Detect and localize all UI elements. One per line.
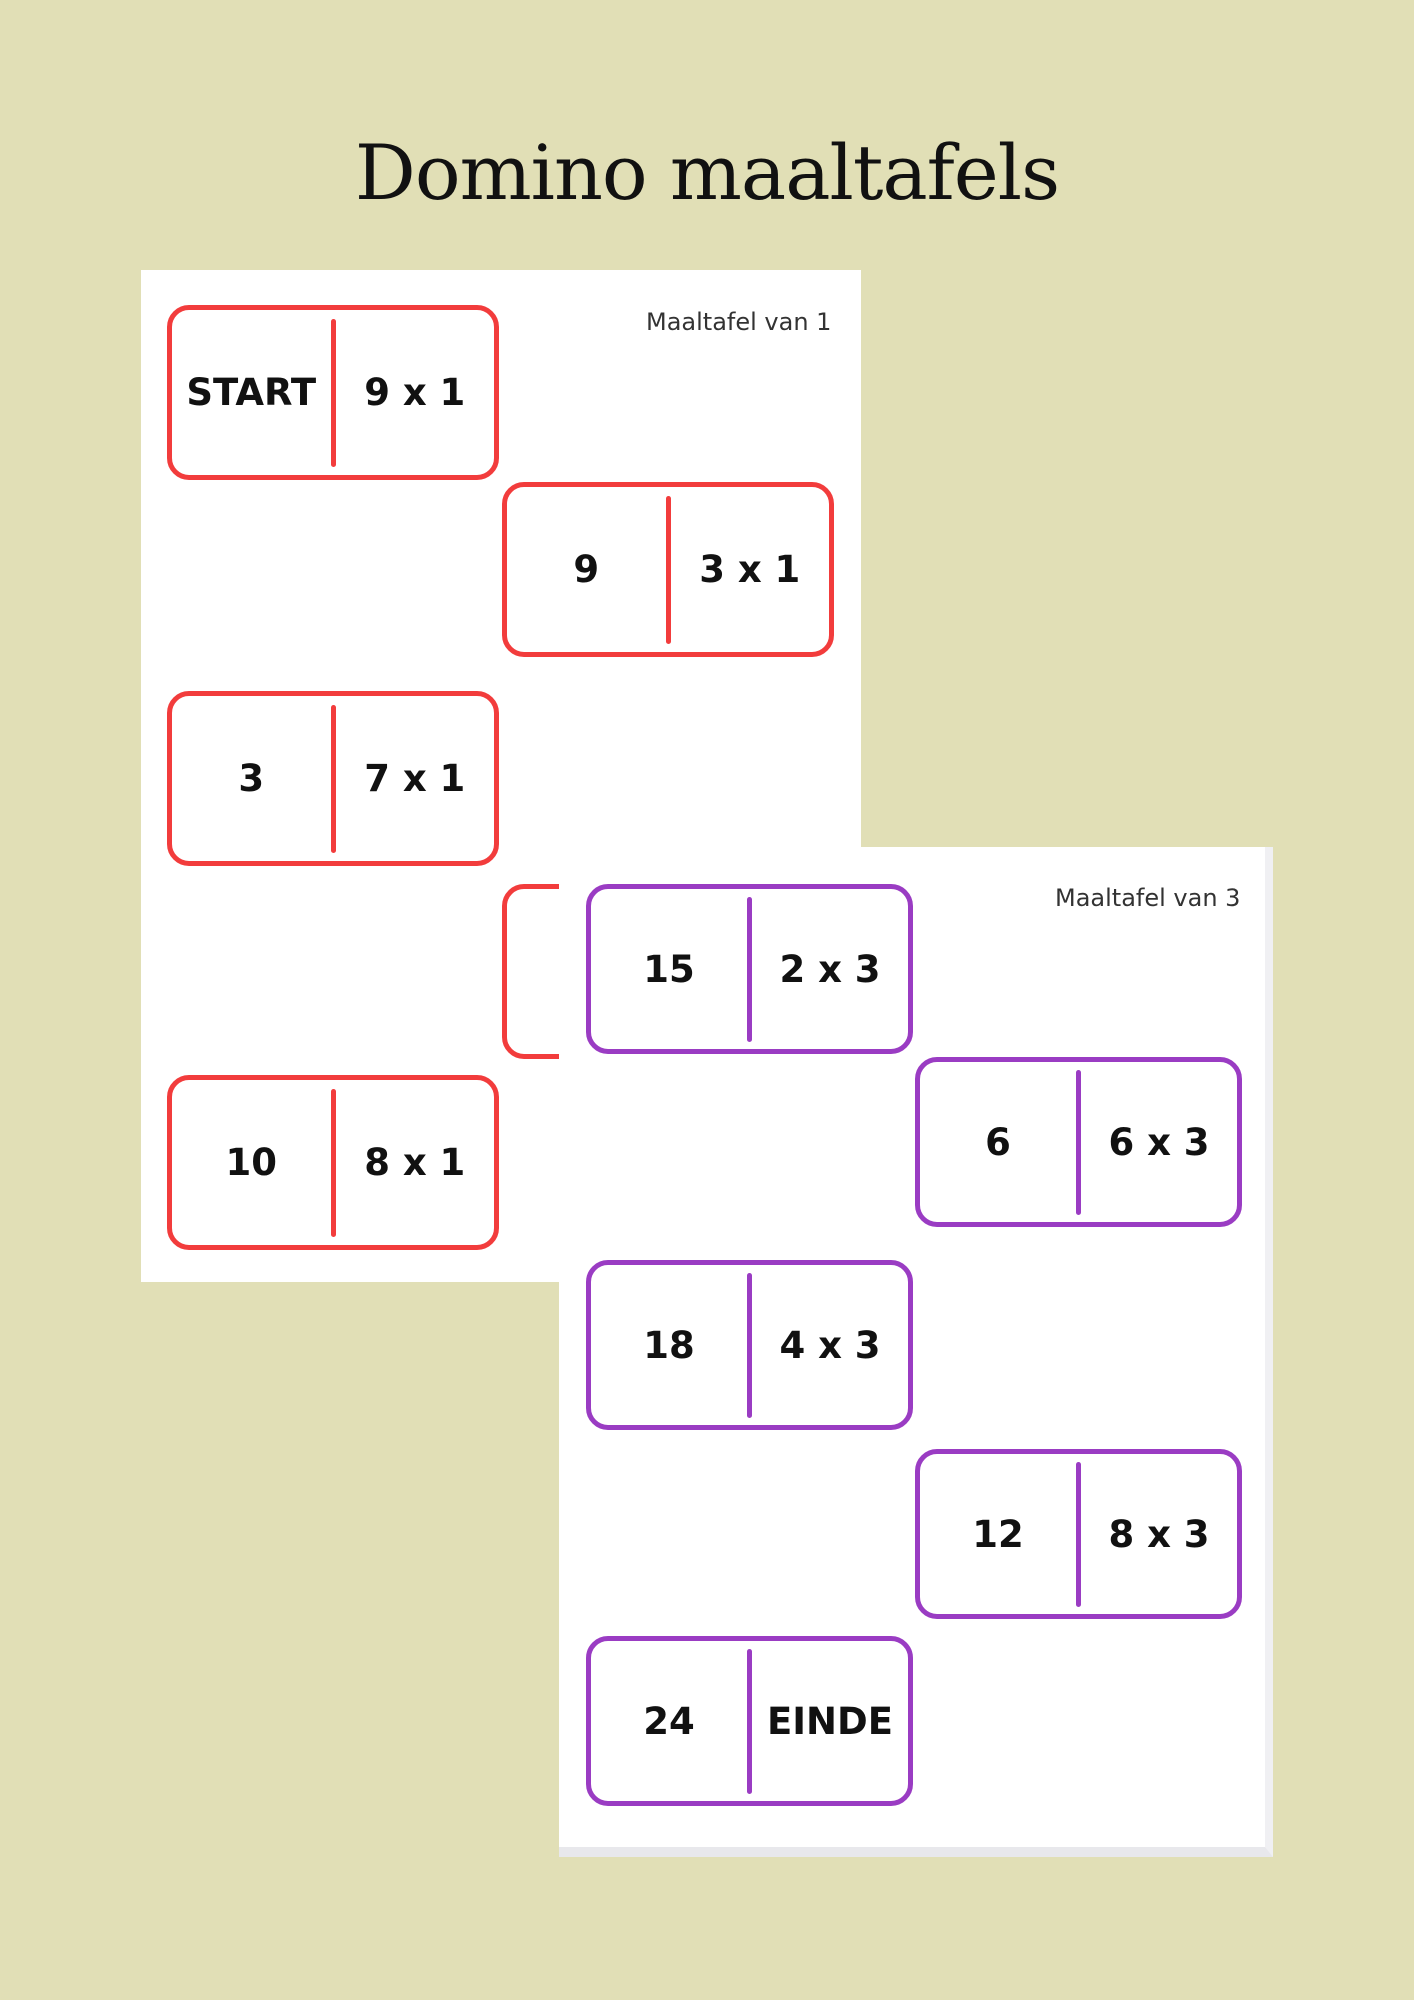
domino-left-value: 3 — [238, 757, 265, 800]
domino-divider — [1076, 1461, 1081, 1607]
domino-right-value: 6 x 3 — [1108, 1120, 1210, 1164]
domino-right-value: 9 x 1 — [364, 371, 466, 414]
domino-right-value: 4 x 3 — [779, 1323, 881, 1367]
domino-card: 15 2 x 3 — [586, 884, 913, 1054]
domino-right-value: 3 x 1 — [699, 548, 801, 591]
domino-divider — [747, 1648, 752, 1794]
domino-left-value: 12 — [972, 1512, 1024, 1556]
page-title: Domino maaltafels — [354, 128, 1060, 217]
domino-divider — [747, 896, 752, 1042]
domino-divider — [747, 1272, 752, 1418]
domino-card: 9 3 x 1 — [502, 482, 834, 657]
domino-right-value: 8 x 1 — [364, 1141, 466, 1184]
domino-right-value: 7 x 1 — [364, 757, 466, 800]
domino-left-value: 10 — [225, 1141, 278, 1184]
domino-card: 6 6 x 3 — [915, 1057, 1242, 1227]
domino-left-value: 24 — [643, 1699, 695, 1743]
domino-divider — [1076, 1069, 1081, 1215]
domino-card: 12 8 x 3 — [915, 1449, 1242, 1619]
domino-left-value: 18 — [643, 1323, 695, 1367]
domino-left-value: START — [186, 371, 317, 414]
worksheet-maaltafel-3: Maaltafel van 3 15 2 x 3 6 6 x 3 18 4 x … — [559, 847, 1273, 1857]
domino-left-value: 6 — [985, 1120, 1011, 1164]
sheet-label: Maaltafel van 3 — [1055, 884, 1241, 912]
domino-card: START 9 x 1 — [167, 305, 499, 480]
domino-card: 18 4 x 3 — [586, 1260, 913, 1430]
domino-divider — [330, 318, 336, 467]
domino-right-value: 2 x 3 — [779, 947, 881, 991]
domino-divider — [665, 495, 671, 644]
domino-right-value: EINDE — [767, 1699, 893, 1743]
domino-card: 3 7 x 1 — [167, 691, 499, 866]
worksheet-maaltafel-1: Maaltafel van 1 START 9 x 1 9 3 x 1 3 7 … — [141, 270, 861, 1282]
domino-card: 24 EINDE — [586, 1636, 913, 1806]
domino-divider — [330, 1088, 336, 1237]
domino-card: 10 8 x 1 — [167, 1075, 499, 1250]
domino-right-value: 8 x 3 — [1108, 1512, 1210, 1556]
domino-left-value: 15 — [643, 947, 695, 991]
domino-left-value: 9 — [573, 548, 600, 591]
sheet-label: Maaltafel van 1 — [646, 308, 832, 336]
domino-divider — [330, 704, 336, 853]
